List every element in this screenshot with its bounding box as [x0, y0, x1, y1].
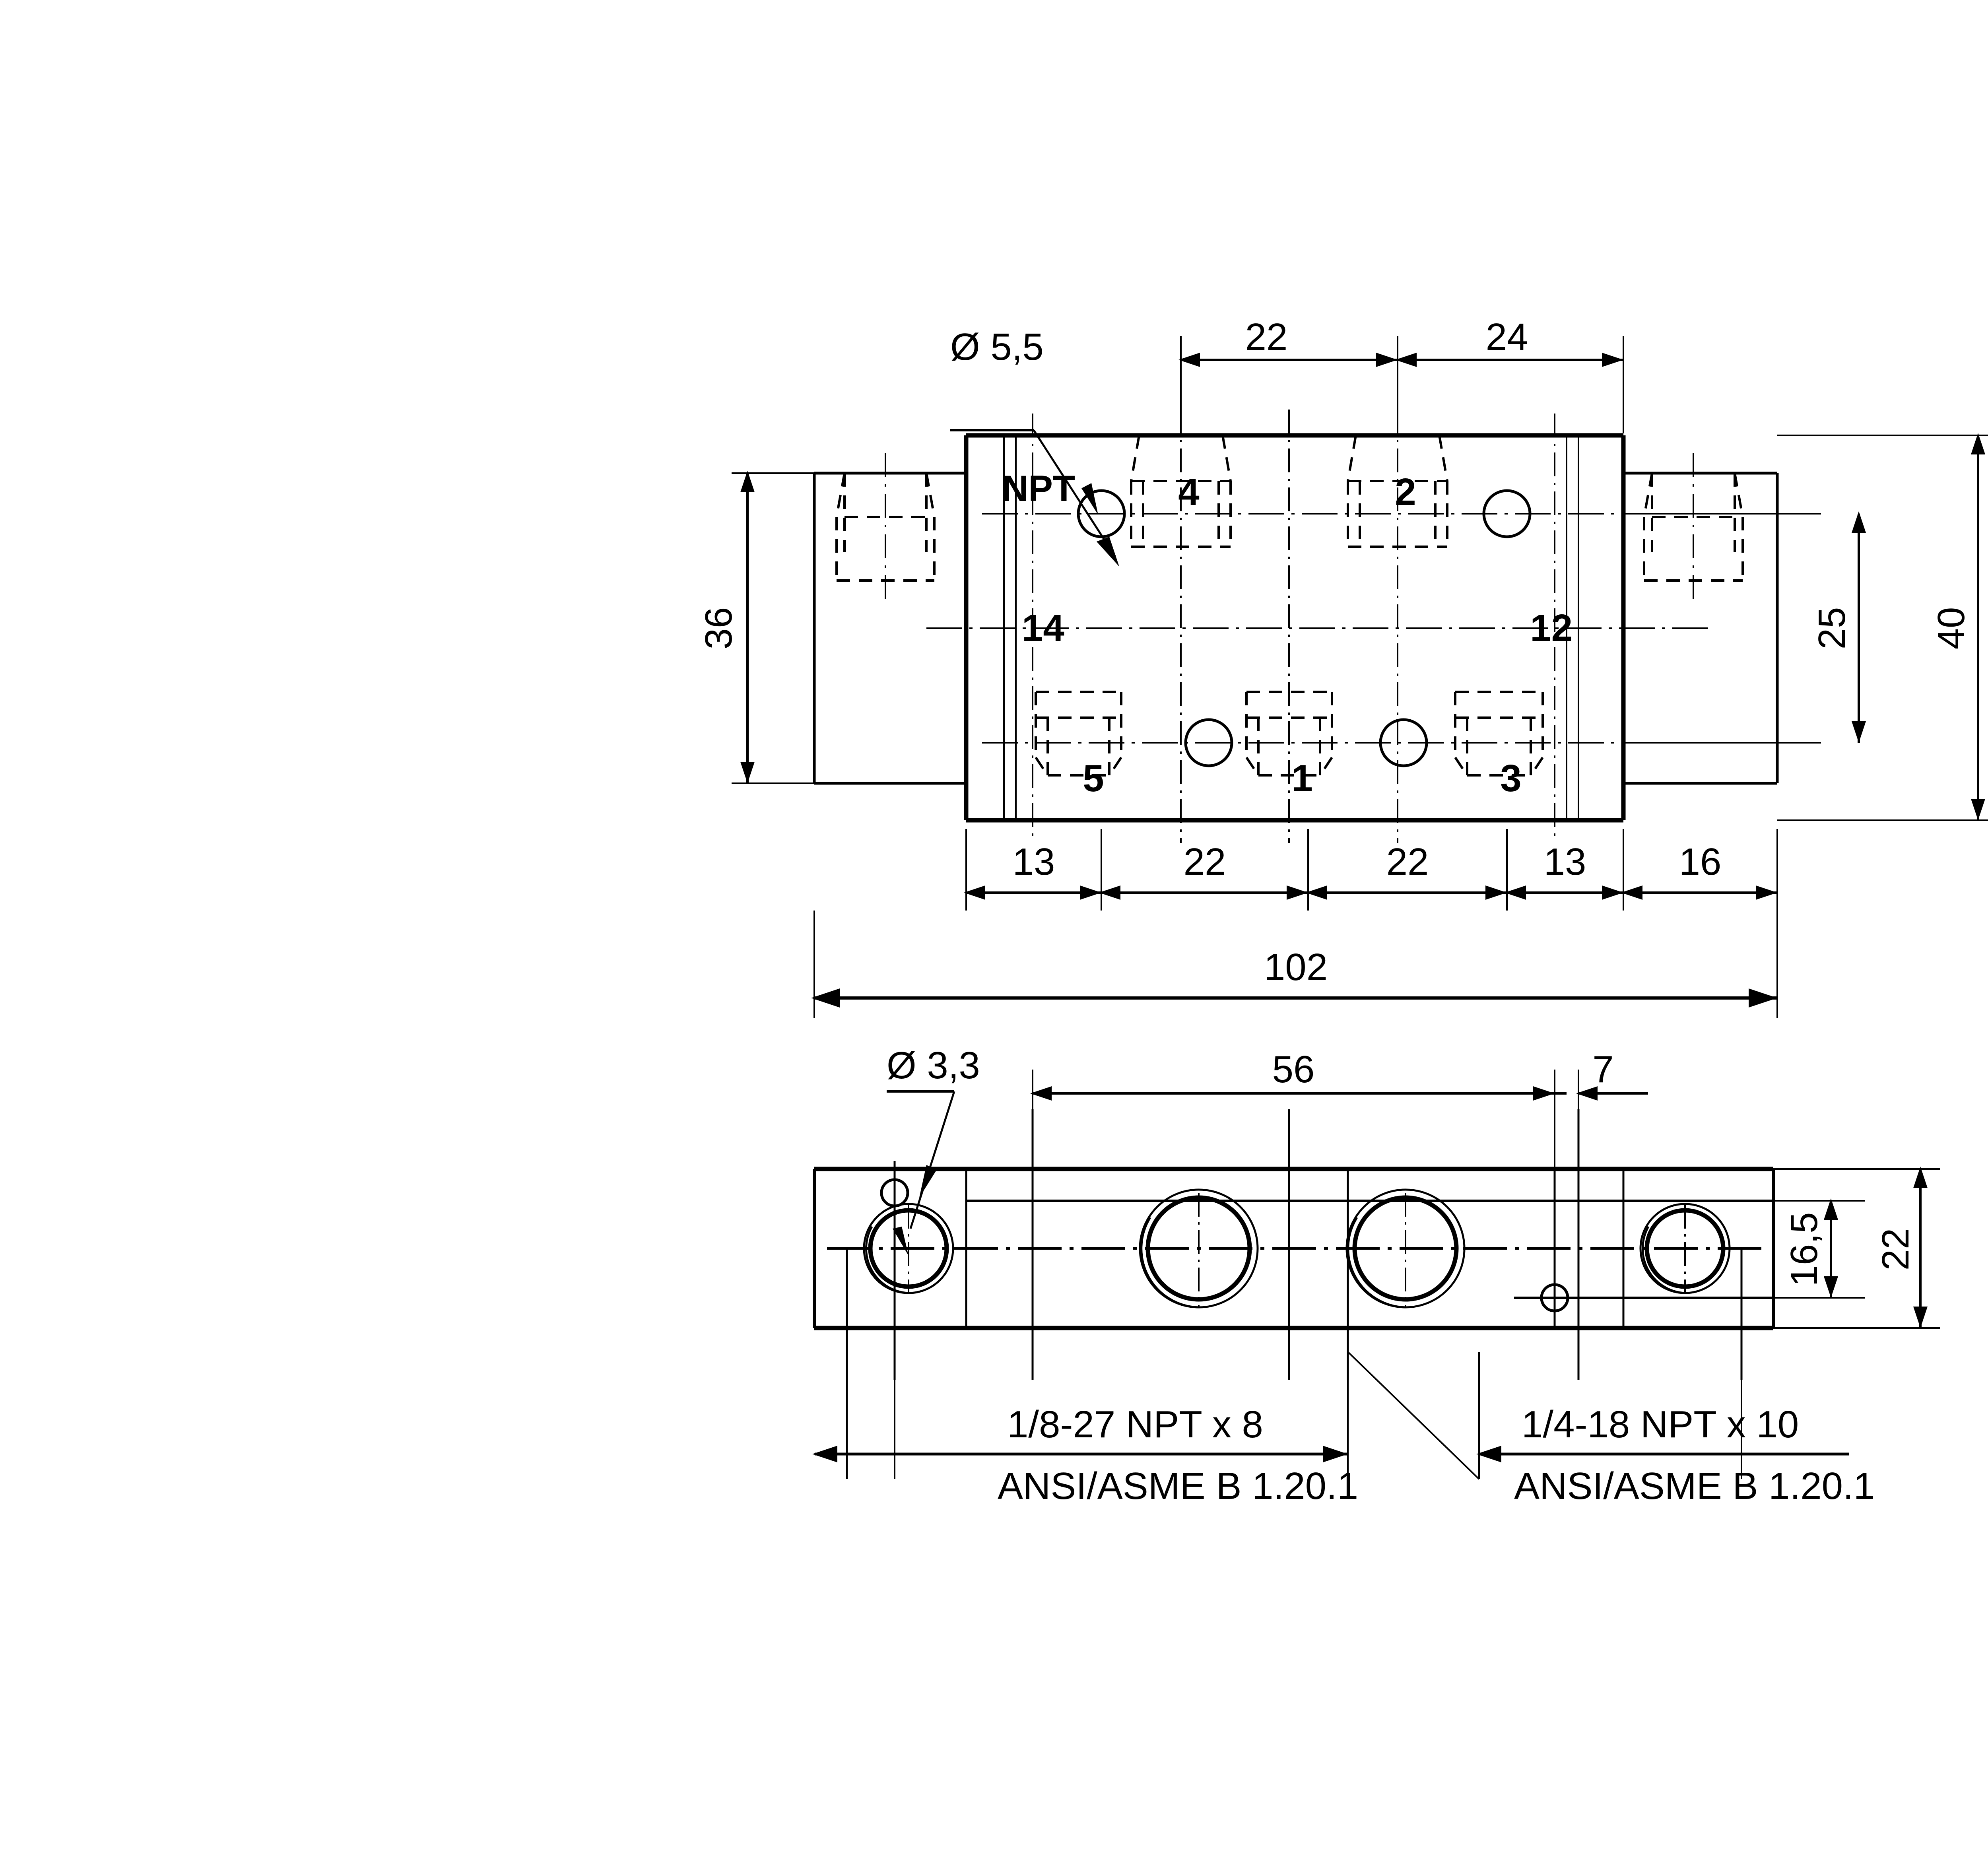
dim-56-label: 56: [1272, 1048, 1315, 1091]
pilot-hole-right: [1540, 1283, 1569, 1312]
dia55-leader-line: [1033, 429, 1116, 557]
dim-36-label: 36: [697, 607, 740, 650]
pilot-14-label: 14: [1022, 607, 1064, 649]
pilot-hole-left: [880, 1178, 909, 1208]
port-1-label: 1: [1291, 757, 1312, 800]
port-2-label: 2: [1395, 471, 1416, 513]
thread-note-left-line1: 1/8-27 NPT x 8: [1007, 1403, 1263, 1446]
dim-13-right-label: 13: [1544, 841, 1586, 883]
mounting-hole-bottom-left: [1184, 718, 1233, 767]
dim-16-label: 16: [1679, 841, 1722, 883]
dim-24-top-label: 24: [1486, 316, 1528, 358]
port-3-label: 3: [1500, 757, 1521, 800]
front-view-geometry: [812, 1070, 1940, 1480]
dim-40-label: 40: [1930, 607, 1972, 650]
thread-note-right-line1: 1/4-18 NPT x 10: [1522, 1403, 1799, 1446]
dim-16-5-label: 16,5: [1783, 1212, 1825, 1287]
thread-note-ext-lines: [846, 1351, 1742, 1480]
lower-pocket-3-hidden: [1454, 691, 1544, 777]
threaded-hole-4: [1639, 1203, 1731, 1294]
dim-13-left-label: 13: [1013, 841, 1055, 883]
thread-note-left-line2: ANSI/ASME B 1.20.1: [998, 1465, 1358, 1507]
dia-5-5-callout: Ø 5,5: [950, 326, 1044, 368]
dia55-arrow-upper: [1081, 483, 1098, 515]
dia55-arrow-lower: [1097, 537, 1119, 567]
dia33-arrow-upper: [919, 1165, 937, 1198]
dim-22-left-label: 22: [1184, 841, 1226, 883]
dim-22-right-label: 22: [1386, 841, 1429, 883]
dim-25-label: 25: [1811, 607, 1853, 650]
threaded-hole-1: [863, 1203, 954, 1294]
dim-7-label: 7: [1592, 1048, 1613, 1091]
port-4-label: 4: [1178, 471, 1199, 513]
pilot-12-label: 12: [1530, 607, 1573, 649]
dia33-leader-line: [909, 1091, 955, 1229]
dim-22-front-label: 22: [1874, 1228, 1917, 1271]
mounting-hole-bottom-right: [1379, 718, 1428, 767]
top-view-vertical-centerlines: [1032, 410, 1555, 843]
dia-3-3-callout: Ø 3,3: [887, 1044, 980, 1087]
dim-102-label: 102: [1264, 946, 1328, 988]
port-5-label: 5: [1083, 757, 1104, 800]
lower-pocket-1-hidden: [1245, 691, 1333, 777]
top-dim-extension-lines: [1180, 336, 1624, 433]
threaded-hole-2: [1139, 1188, 1259, 1309]
npt-label: NPT: [1002, 468, 1075, 509]
thread-note-right-line2: ANSI/ASME B 1.20.1: [1514, 1465, 1875, 1507]
top-view-geometry: [732, 336, 1988, 1018]
dia33-arrow-lower: [893, 1227, 909, 1256]
dim-22-top-label: 22: [1245, 316, 1288, 358]
threaded-hole-3: [1345, 1188, 1466, 1309]
lower-pocket-5-hidden: [1035, 691, 1122, 777]
mounting-hole-top-right: [1482, 489, 1532, 538]
